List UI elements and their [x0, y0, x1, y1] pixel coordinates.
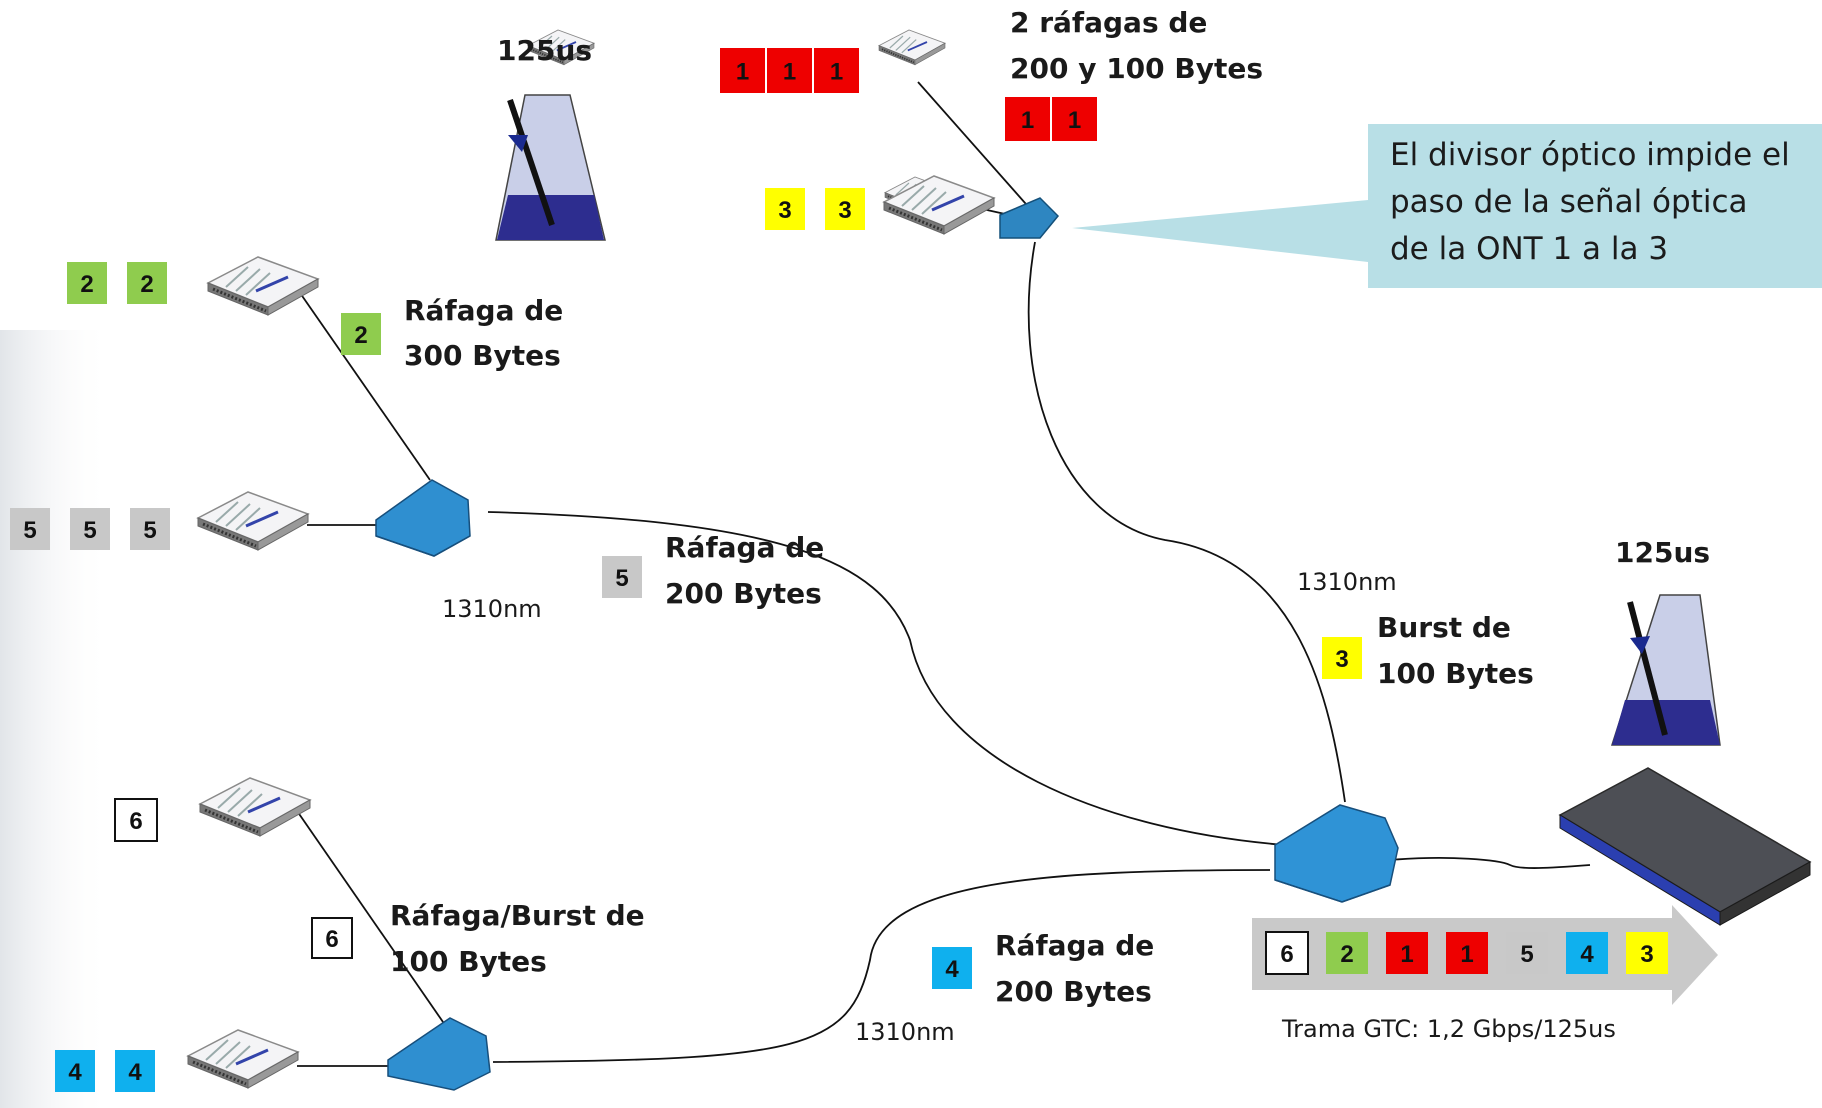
- ont1-device-alt: [878, 29, 946, 66]
- burst-ont2-line2: 300 Bytes: [404, 339, 561, 372]
- gtc-frame-caption: Trama GTC: 1,2 Gbps/125us: [1281, 1015, 1616, 1043]
- ont1-box: [814, 48, 859, 93]
- gtc-frame-box: [1326, 932, 1368, 974]
- gtc-frame-box: [1506, 932, 1548, 974]
- callout-line2: paso de la señal óptica: [1390, 184, 1748, 220]
- callout-line1: El divisor óptico impide el: [1390, 137, 1790, 173]
- gtc-frame-box-label: 4: [1580, 941, 1594, 968]
- burst-ont4-line2: 200 Bytes: [995, 975, 1152, 1008]
- ont1-box: [767, 48, 812, 93]
- burst-ont4-line1: Ráfaga de: [995, 929, 1154, 962]
- fiber-lines: [294, 81, 1591, 1067]
- callout: El divisor óptico impide el paso de la s…: [1072, 124, 1822, 288]
- ont1-box-label: 1: [830, 59, 843, 86]
- metronome-olt: [1610, 594, 1721, 746]
- ont5-box-label: 5: [83, 517, 96, 544]
- metronome-olt-label: 125us: [1615, 536, 1710, 569]
- burst-ont3-box: [1322, 637, 1362, 679]
- metronome-top-label: 125us: [497, 34, 592, 67]
- burst-ont6-line2: 100 Bytes: [390, 945, 547, 978]
- ont5-box: [70, 508, 110, 550]
- burst-ont5-line1: Ráfaga de: [665, 531, 824, 564]
- gtc-frame-box-label: 3: [1640, 941, 1653, 968]
- burst-ont5-box: [602, 556, 642, 598]
- burst-ont6-box-label: 6: [325, 926, 338, 953]
- gtc-frame-box: [1446, 932, 1488, 974]
- ont4-box-label: 4: [128, 1059, 142, 1086]
- olt-device: [1558, 767, 1812, 926]
- ont2-device: [206, 255, 320, 317]
- gtc-frame-box-label: 1: [1400, 941, 1413, 968]
- splitter-top: [999, 197, 1060, 239]
- burst-ont4-box: [932, 947, 972, 989]
- burst-top-line2: 200 y 100 Bytes: [1010, 52, 1263, 85]
- ont5-box: [10, 508, 50, 550]
- wavelength-left: 1310nm: [442, 595, 542, 623]
- burst-ont3-box-label: 3: [1335, 646, 1348, 673]
- gtc-frame-box-label: 6: [1280, 941, 1293, 968]
- splitter-bottom: [387, 1017, 491, 1091]
- gtc-frame-box: [1386, 932, 1428, 974]
- burst-ont5-line2: 200 Bytes: [665, 577, 822, 610]
- burst-ont3-line2: 100 Bytes: [1377, 657, 1534, 690]
- ont6-box-label: 6: [129, 808, 142, 835]
- ont5-box-label: 5: [23, 517, 36, 544]
- ont3-box: [825, 188, 865, 230]
- ont5-box: [130, 508, 170, 550]
- ont1-box: [720, 48, 765, 93]
- metronome-top: [495, 94, 606, 241]
- ont5-device: [196, 490, 310, 552]
- burst-ont3-line1: Burst de: [1377, 611, 1511, 644]
- burst-ont2-box: [341, 313, 381, 355]
- ont6-device: [198, 776, 312, 838]
- burst-top-line1: 2 ráfagas de: [1010, 6, 1207, 39]
- burst-top-box: [1052, 97, 1097, 141]
- ont1-box-label: 1: [783, 59, 796, 86]
- callout-line3: de la ONT 1 a la 3: [1390, 231, 1668, 267]
- ont3-box-label: 3: [778, 197, 791, 224]
- burst-ont4-box-label: 4: [945, 956, 959, 983]
- burst-ont5-box-label: 5: [615, 565, 628, 592]
- ont5-box-label: 5: [143, 517, 156, 544]
- ont4-box: [115, 1050, 155, 1092]
- ont2-box: [127, 262, 167, 304]
- ont6-box: [114, 798, 158, 842]
- ont3-box-label: 3: [838, 197, 851, 224]
- ont1-box-label: 1: [736, 59, 749, 86]
- ont4-box: [55, 1050, 95, 1092]
- background-decoration: [0, 330, 110, 1108]
- gtc-frame-box-label: 1: [1460, 941, 1473, 968]
- burst-top-box-label: 1: [1021, 107, 1034, 134]
- gtc-frame-box-label: 5: [1520, 941, 1533, 968]
- burst-ont6-line1: Ráfaga/Burst de: [390, 899, 645, 932]
- burst-ont6-box: [311, 917, 353, 959]
- packet-boxes: 1 1 1 1 1 3 3 2 2 2 5 5 5 5 3 6 6 4 4 4 6 2 1 1 5 4 3: [10, 48, 1668, 1092]
- splitter-left: [375, 479, 471, 557]
- gtc-frame-box: [1626, 932, 1668, 974]
- burst-top-box: [1005, 97, 1050, 141]
- burst-ont2-box-label: 2: [354, 322, 367, 349]
- splitter-main: [1274, 804, 1399, 903]
- wavelength-right: 1310nm: [1297, 568, 1397, 596]
- ont4-box-label: 4: [68, 1059, 82, 1086]
- burst-ont2-line1: Ráfaga de: [404, 294, 563, 327]
- ont3-box: [765, 188, 805, 230]
- ont2-box-label: 2: [80, 271, 93, 298]
- ont2-box-label: 2: [140, 271, 153, 298]
- ont4-device: [186, 1028, 300, 1090]
- burst-top-box-label: 1: [1068, 107, 1081, 134]
- ont2-box: [67, 262, 107, 304]
- gtc-frame-box: [1265, 931, 1309, 975]
- gtc-frame-box: [1566, 932, 1608, 974]
- wavelength-bottom: 1310nm: [855, 1018, 955, 1046]
- gtc-frame-box-label: 2: [1340, 941, 1353, 968]
